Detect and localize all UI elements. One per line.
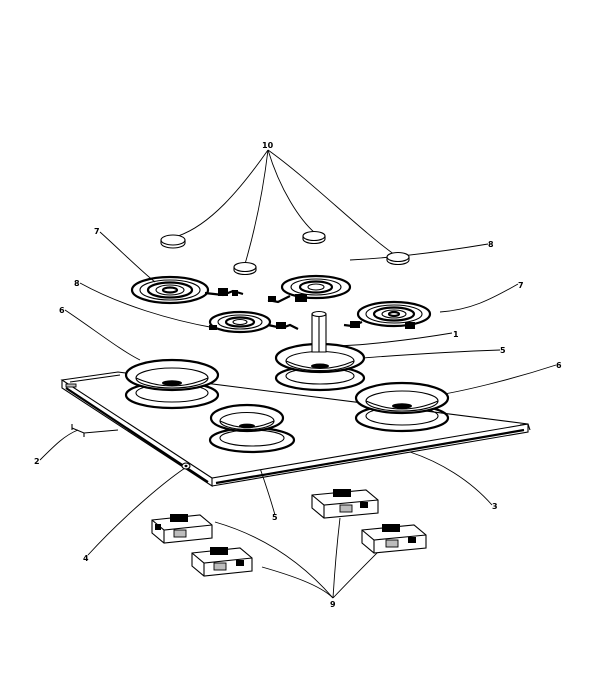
lift-rod <box>71 424 119 437</box>
knob-cap <box>386 251 410 266</box>
cooktop-panel <box>60 371 531 488</box>
coil-element-small-center <box>267 274 352 304</box>
drip-pans <box>124 310 450 454</box>
callout-labels: 10 7 8 7 8 1 6 5 6 2 5 3 4 9 <box>34 141 562 609</box>
coil-element-large-left <box>130 275 244 305</box>
terminal-block <box>311 489 379 519</box>
terminal-block <box>361 524 427 554</box>
callout-1: 1 <box>453 330 459 339</box>
callout-7: 7 <box>94 227 100 236</box>
drip-pan-lower-center <box>208 403 296 454</box>
callout-8: 8 <box>488 240 494 249</box>
callout-7: 7 <box>518 281 524 290</box>
callout-9: 9 <box>330 600 336 609</box>
knob-cap <box>160 234 186 249</box>
terminal-block <box>191 547 253 577</box>
knob-caps <box>160 230 410 276</box>
knob-cap <box>302 230 326 245</box>
callout-3: 3 <box>492 502 498 511</box>
coil-element-large-right <box>343 300 432 329</box>
drip-pan-upper-center <box>274 310 366 392</box>
terminal-block <box>151 514 213 544</box>
drip-pan-upper-left <box>124 358 220 410</box>
heating-elements <box>130 274 432 334</box>
screw <box>181 462 191 470</box>
callout-4: 4 <box>83 554 89 563</box>
callout-10: 10 <box>262 141 274 150</box>
terminal-post <box>311 310 327 353</box>
knob-cap <box>233 261 257 276</box>
callout-5: 5 <box>500 346 506 355</box>
callout-8: 8 <box>74 279 80 288</box>
callout-6: 6 <box>59 306 65 315</box>
terminal-blocks <box>151 489 427 577</box>
callout-6: 6 <box>556 361 562 370</box>
coil-element-small-left <box>208 310 299 334</box>
callout-2: 2 <box>34 457 40 466</box>
callout-5: 5 <box>272 513 278 522</box>
drip-pan-right <box>354 381 450 433</box>
